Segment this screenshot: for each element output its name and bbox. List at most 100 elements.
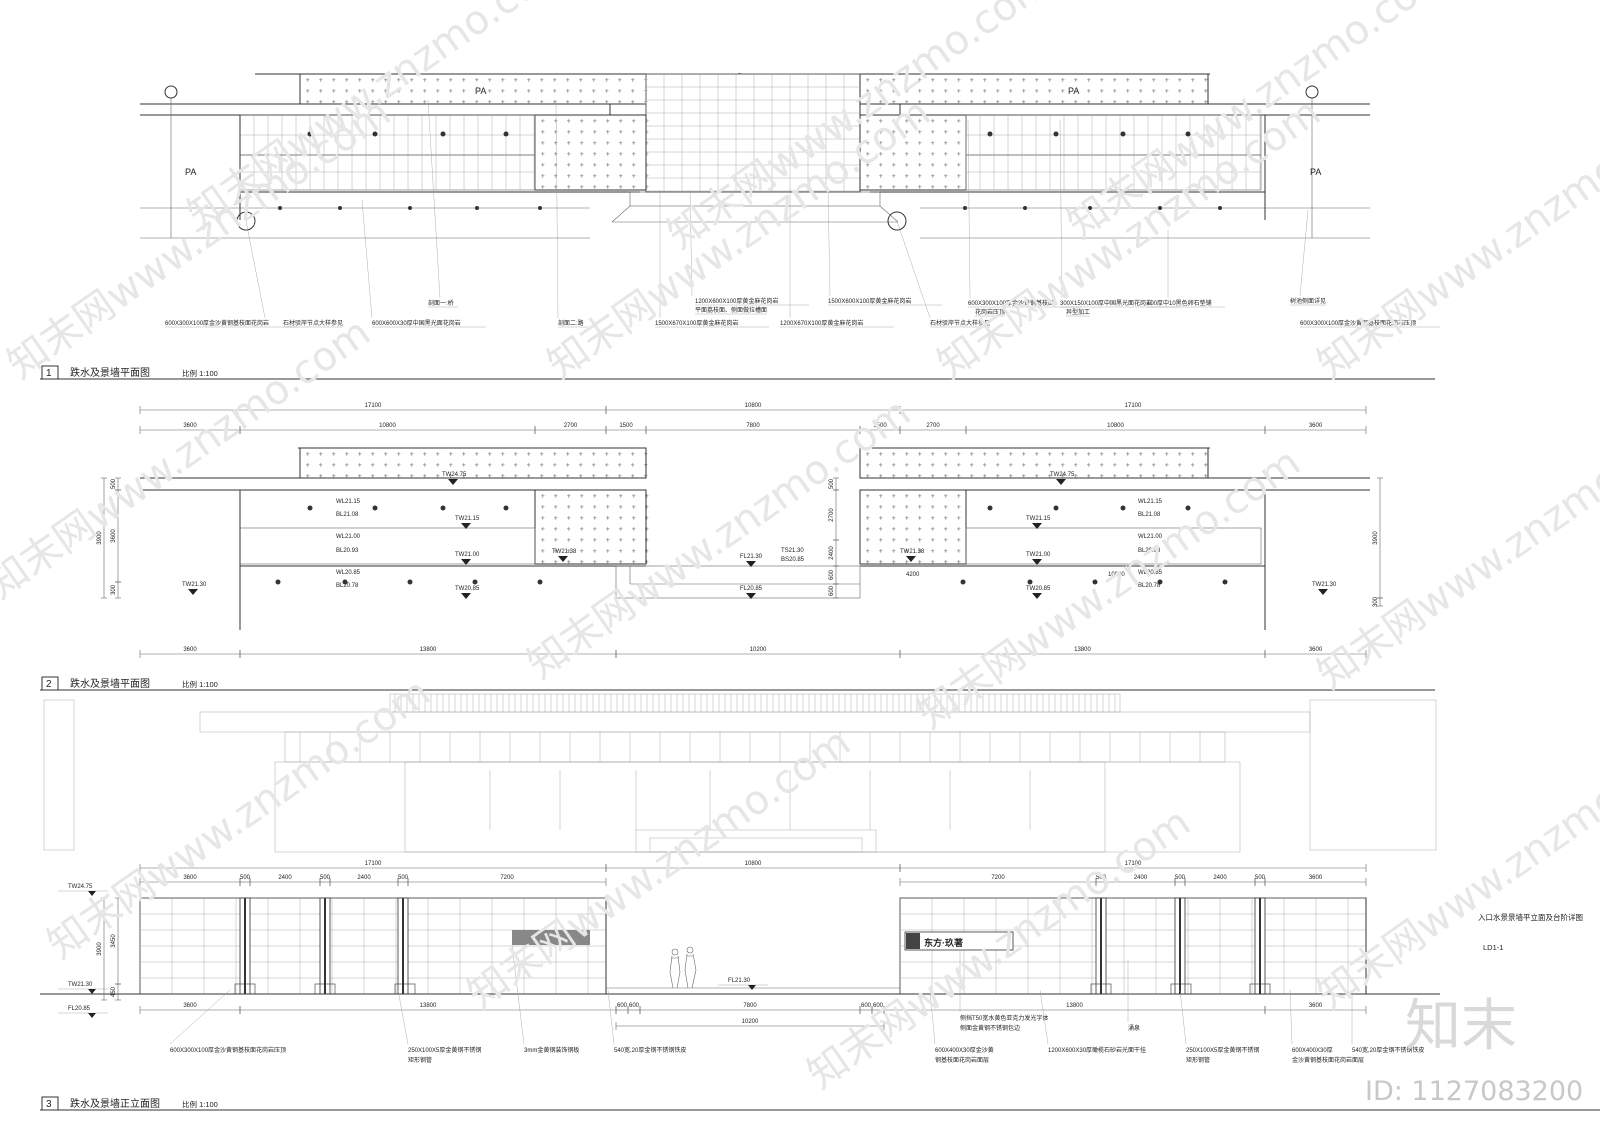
svg-text:+: + — [580, 174, 584, 180]
svg-text:+: + — [553, 78, 557, 84]
svg-text:+: + — [944, 494, 948, 500]
svg-text:+: + — [319, 100, 323, 106]
level-mark: TW20.85 — [1026, 586, 1051, 592]
svg-text:+: + — [1061, 452, 1065, 458]
svg-text:+: + — [606, 494, 610, 500]
svg-text:+: + — [1139, 452, 1143, 458]
svg-text:+: + — [436, 452, 440, 458]
level-mark: TW24.75 — [442, 472, 467, 478]
svg-text:+: + — [554, 163, 558, 169]
level-mark: BL21.08 — [1138, 512, 1161, 518]
plan1-callout: 石材驳岸节点大样参见 — [283, 319, 343, 327]
svg-text:+: + — [866, 527, 870, 533]
svg-text:+: + — [1061, 474, 1065, 480]
svg-text:+: + — [606, 185, 610, 191]
svg-text:+: + — [645, 119, 649, 125]
svg-text:+: + — [1191, 100, 1195, 106]
svg-text:+: + — [527, 89, 531, 95]
dimension-label: 10800 — [1107, 423, 1124, 429]
svg-text:+: + — [944, 174, 948, 180]
svg-text:+: + — [631, 78, 635, 84]
svg-text:+: + — [527, 452, 531, 458]
svg-text:+: + — [879, 474, 883, 480]
wall-sign-text: 东方·玖著 — [924, 937, 963, 948]
svg-text:+: + — [892, 119, 896, 125]
dimension-label: 3600 — [111, 529, 117, 543]
svg-text:+: + — [957, 78, 961, 84]
svg-text:+: + — [567, 152, 571, 158]
svg-text:+: + — [957, 560, 961, 566]
svg-text:+: + — [567, 516, 571, 522]
svg-text:+: + — [501, 452, 505, 458]
svg-text:+: + — [541, 560, 545, 566]
svg-text:+: + — [1204, 452, 1208, 458]
svg-text:+: + — [579, 78, 583, 84]
svg-text:+: + — [397, 452, 401, 458]
svg-text:+: + — [566, 78, 570, 84]
svg-text:+: + — [619, 130, 623, 136]
drawing-title: 跌水及景墙平面图 — [70, 677, 150, 690]
svg-text:+: + — [892, 185, 896, 191]
svg-text:+: + — [541, 538, 545, 544]
svg-text:+: + — [540, 452, 544, 458]
svg-text:+: + — [462, 463, 466, 469]
svg-text:+: + — [632, 494, 636, 500]
svg-text:+: + — [957, 505, 961, 511]
svg-text:+: + — [632, 516, 636, 522]
svg-text:+: + — [931, 474, 935, 480]
svg-text:+: + — [541, 163, 545, 169]
svg-text:+: + — [593, 494, 597, 500]
svg-text:+: + — [618, 78, 622, 84]
svg-text:+: + — [1035, 100, 1039, 106]
svg-text:+: + — [384, 452, 388, 458]
svg-text:+: + — [879, 152, 883, 158]
svg-text:+: + — [319, 452, 323, 458]
elevation-callout: 3mm金黄钢装饰钢板 — [524, 1046, 579, 1054]
svg-text:+: + — [944, 538, 948, 544]
svg-text:+: + — [1204, 474, 1208, 480]
svg-text:+: + — [541, 516, 545, 522]
svg-text:+: + — [475, 78, 479, 84]
svg-text:+: + — [592, 89, 596, 95]
svg-text:+: + — [580, 538, 584, 544]
svg-text:+: + — [866, 463, 870, 469]
svg-text:+: + — [618, 474, 622, 480]
svg-text:+: + — [1178, 452, 1182, 458]
svg-text:+: + — [866, 452, 870, 458]
svg-text:+: + — [618, 463, 622, 469]
dimension-label: 3900 — [97, 942, 103, 956]
svg-text:+: + — [1087, 452, 1091, 458]
svg-text:+: + — [410, 78, 414, 84]
svg-text:+: + — [462, 78, 466, 84]
svg-text:+: + — [566, 452, 570, 458]
label-pa: PA — [1068, 86, 1079, 96]
svg-text:+: + — [983, 89, 987, 95]
svg-text:+: + — [1152, 463, 1156, 469]
svg-text:+: + — [918, 474, 922, 480]
svg-text:+: + — [866, 100, 870, 106]
svg-text:+: + — [879, 141, 883, 147]
svg-text:+: + — [567, 527, 571, 533]
drawing-scale: 比例 1:100 — [182, 679, 218, 689]
watermark-text: 知末网www.znzmo.com — [1309, 89, 1600, 388]
elevation-callout: 540宽,20厚金钢不锈钢铁皮 — [1352, 1046, 1424, 1054]
svg-text:+: + — [606, 505, 610, 511]
svg-text:+: + — [944, 78, 948, 84]
svg-text:+: + — [619, 527, 623, 533]
svg-text:+: + — [566, 89, 570, 95]
svg-text:+: + — [1074, 474, 1078, 480]
svg-text:+: + — [944, 185, 948, 191]
svg-text:+: + — [567, 130, 571, 136]
svg-text:+: + — [866, 89, 870, 95]
svg-text:+: + — [931, 185, 935, 191]
svg-text:+: + — [931, 152, 935, 158]
level-mark: FL21.30 — [740, 554, 763, 560]
svg-text:+: + — [931, 560, 935, 566]
svg-text:+: + — [462, 474, 466, 480]
elevation-callout: 250X100X5厚金黄钢不锈钢 — [408, 1046, 481, 1054]
svg-text:+: + — [1139, 100, 1143, 106]
svg-text:+: + — [1178, 89, 1182, 95]
dimension-label: 3900 — [1373, 531, 1379, 545]
svg-text:+: + — [1204, 463, 1208, 469]
